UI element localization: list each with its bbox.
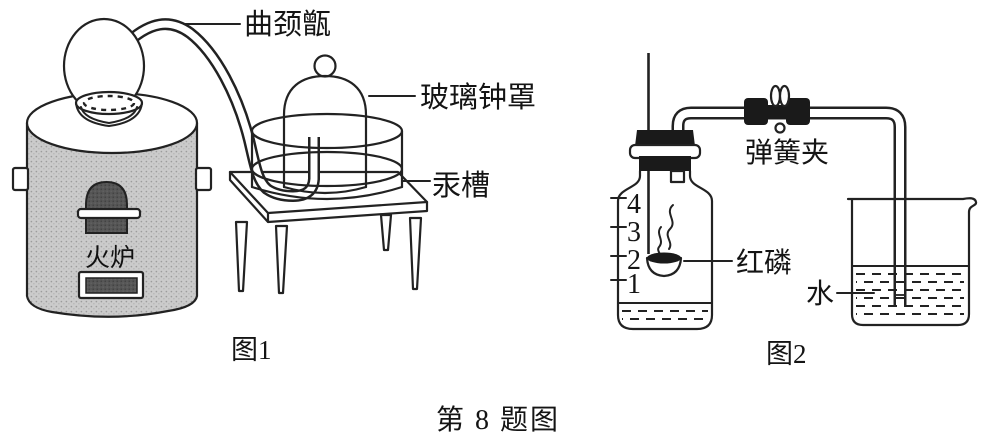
- label-bell-jar: 玻璃钟罩: [420, 81, 536, 114]
- trough-bottom: [250, 185, 404, 201]
- scale-mark-1: 1: [627, 269, 641, 300]
- bell-jar-walls: [282, 113, 368, 189]
- furnace-handle-right: [194, 166, 213, 192]
- bell-jar-knob: [313, 54, 337, 78]
- furnace-door-ledge: [76, 207, 142, 220]
- stopper-top: [635, 130, 695, 146]
- furnace-body-outline: [25, 121, 199, 318]
- bottle-water: [617, 302, 713, 320]
- beaker: [846, 197, 978, 327]
- spoon-bowl: [645, 256, 683, 278]
- furnace-vent: [85, 277, 138, 294]
- smoke-wisps: [657, 204, 674, 259]
- furnace-door: [85, 180, 128, 234]
- clamp-wing-right: [778, 84, 791, 108]
- scale-mark-3: 3: [627, 217, 641, 248]
- mercury-trough: [250, 112, 404, 201]
- clamp-pad-right: [786, 98, 810, 125]
- furnace-label: 火炉: [85, 244, 135, 272]
- gas-bottle: 4 3 2 1: [610, 169, 714, 331]
- mercury-surface: [250, 150, 404, 188]
- stopper-plug: [639, 156, 691, 171]
- label-mercury-trough: 汞槽: [432, 169, 490, 202]
- table-leg-front-right: [408, 216, 423, 291]
- red-phosphorus-sample: [647, 252, 681, 264]
- spring-clamp: [744, 84, 810, 134]
- label-spring-clamp: 弹簧夹: [745, 137, 829, 169]
- combustion-spoon: [645, 252, 683, 278]
- clamp-ring: [774, 122, 786, 134]
- table-leg-front-left: [274, 224, 289, 295]
- clamp-bar: [766, 105, 788, 119]
- scale-mark-4: 4: [627, 189, 641, 220]
- retort-dish: [74, 90, 144, 127]
- tube-stub: [669, 169, 686, 184]
- beaker-outline: [846, 197, 978, 327]
- clamp-pad-left: [744, 98, 768, 125]
- table-leg-back-right: [379, 213, 393, 252]
- bell-jar-mouth: [282, 185, 368, 195]
- trough-walls: [250, 129, 404, 189]
- label-retort: 曲颈甑: [244, 8, 331, 41]
- bell-jar: [282, 54, 368, 195]
- table-leg-back-left: [234, 220, 249, 293]
- figure2-caption: 图2: [766, 339, 807, 369]
- trough-rim: [250, 112, 404, 150]
- label-water: 水: [806, 278, 834, 310]
- bottle-stopper: [628, 130, 702, 184]
- figure1-caption: 图1: [231, 335, 272, 365]
- beaker-water: [851, 265, 970, 315]
- page-caption: 第 8 题图: [436, 404, 560, 436]
- bell-jar-dome: [282, 74, 368, 117]
- clamp-wing-left: [769, 84, 782, 108]
- label-red-phosphorus: 红磷: [736, 247, 792, 279]
- scale-mark-2: 2: [627, 245, 641, 276]
- table-edge: [228, 170, 429, 224]
- bottle-outline: [616, 169, 714, 331]
- bottle-scale: 4 3 2 1: [610, 189, 641, 300]
- furnace-handle-left: [11, 166, 30, 192]
- support-table: [228, 170, 429, 295]
